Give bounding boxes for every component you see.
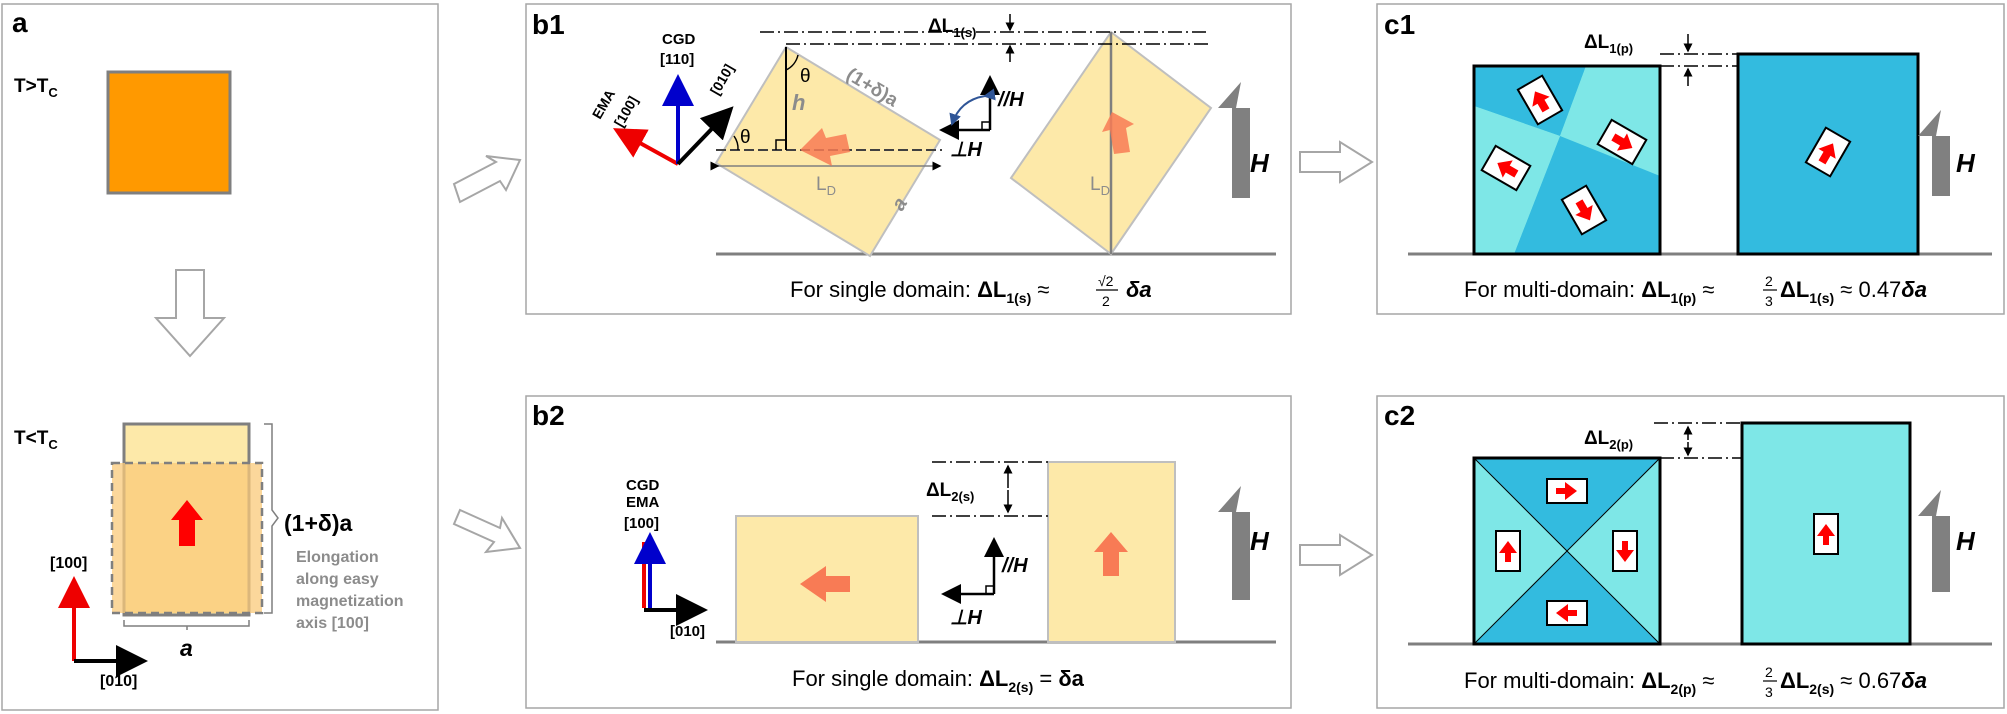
b1-field-arrow-icon — [1218, 82, 1250, 198]
panel-a: a T>TC T<TC (1+δ)a Elongation along easy… — [1, 3, 439, 711]
b1-para-label: //H — [997, 89, 1024, 111]
c2-moment-right — [1612, 530, 1638, 572]
b2-axis-right-angle — [985, 585, 994, 594]
width-label: a — [180, 635, 193, 661]
axis-010-label: [010] — [100, 673, 137, 690]
c2-dl-label: ΔL2(p) — [1584, 428, 1633, 452]
c1-field-arrow-icon — [1918, 110, 1950, 196]
panel-b1: b1 θ θ h (1+δ)a a LD CGD [110] EMA [100]… — [525, 3, 1292, 315]
b1-rotation-arc-icon — [949, 88, 996, 126]
cubic-crystal — [106, 70, 232, 195]
b2-para-label: //H — [1001, 555, 1028, 577]
b1-theta-2: θ — [800, 66, 811, 87]
b1-right-angle — [775, 139, 786, 150]
panel-b2-label: b2 — [532, 400, 565, 431]
c1-multidomain-crystal — [1472, 64, 1662, 256]
panel-b1-label: b1 — [532, 9, 565, 40]
b2-field-label: H — [1250, 526, 1270, 556]
c2-frac-num: 2 — [1765, 664, 1773, 680]
c1-moment-2 — [1596, 118, 1648, 166]
c2-moment-left — [1495, 530, 1521, 572]
b2-perp-label: ⊥H — [950, 607, 982, 629]
b1-frac-num: √2 — [1098, 273, 1114, 289]
panel-b2: b2 CGD EMA [100] [010] //H ⊥H ΔL2(s) H F… — [525, 395, 1292, 709]
b1-dl-label: ΔL1(s) — [928, 16, 976, 40]
elongation-line-4: axis [100] — [296, 615, 369, 632]
b2-100-label: [100] — [624, 515, 659, 532]
c1-moment-1 — [1516, 74, 1564, 126]
c2-diag-2 — [1473, 457, 1661, 645]
c2-domain-bottom — [1474, 551, 1660, 644]
b1-theta-arc-1 — [733, 135, 739, 151]
b2-field-arrow-icon — [1218, 486, 1250, 600]
c2-crystal-outline — [1472, 456, 1662, 646]
c1-dl-label: ΔL1(p) — [1584, 32, 1633, 56]
temp-below-tc: T<TC — [14, 428, 58, 452]
b1-frac-den: 2 — [1102, 293, 1110, 309]
panel-c2-label: c2 — [1384, 400, 1415, 431]
b2-cgd-label: CGD — [626, 477, 660, 494]
b2-dl-label: ΔL2(s) — [926, 480, 974, 504]
c1-frac-num: 2 — [1765, 273, 1773, 289]
arrow-to-c1-icon — [1299, 140, 1374, 184]
b1-aligned-ld-label: LD — [1090, 174, 1110, 198]
cooling-arrow-icon — [153, 269, 227, 358]
c1-field-label: H — [1956, 148, 1976, 178]
arrow-to-b1-icon — [452, 155, 522, 204]
c2-multidomain-crystal — [1472, 456, 1662, 646]
c2-caption-tail: ΔL2(s) ≈ 0.67δa — [1780, 668, 1927, 697]
c2-moment-top — [1546, 478, 1588, 504]
elongation-line-1: Elongation — [296, 549, 379, 566]
c1-moment-3 — [1480, 144, 1532, 192]
b2-caption: For single domain: ΔL2(s) = δa — [792, 666, 1085, 695]
b1-h-label: h — [792, 90, 805, 115]
elongation-line-2: along easy — [296, 571, 379, 588]
b1-magnetization-arrow-icon — [800, 128, 850, 166]
temp-above-tc: T>TC — [14, 76, 58, 100]
c2-domain-top — [1474, 458, 1660, 551]
b1-010-axis — [676, 106, 734, 166]
c2-aligned-moment — [1813, 513, 1839, 555]
b1-perp-label: ⊥H — [950, 139, 982, 161]
height-label: (1+δ)a — [284, 510, 352, 536]
b1-cgd-label: CGD — [662, 31, 696, 48]
arrow-to-b2-icon — [452, 508, 522, 554]
c2-field-label: H — [1956, 526, 1976, 556]
b2-left-arrow-icon — [800, 566, 850, 602]
b1-theta-arc-2 — [785, 54, 799, 71]
panel-c2: c2 ΔL2(p) H For multi-domain: ΔL2(p) ≈ 2 — [1376, 395, 2005, 709]
c2-field-arrow-icon — [1918, 490, 1950, 592]
c2-frac-den: 3 — [1765, 684, 1773, 700]
b1-cgd-dir: [110] — [660, 51, 694, 68]
elongation-line-3: magnetization — [296, 593, 404, 610]
panel-a-label: a — [12, 7, 28, 38]
width-bracket — [123, 620, 250, 630]
c1-frac-den: 3 — [1765, 293, 1773, 309]
height-bracket — [264, 423, 279, 614]
b1-ld-label: LD — [816, 174, 836, 198]
b1-ema-axis — [612, 128, 679, 166]
c1-aligned-moment — [1804, 126, 1852, 178]
axis-100-label: [100] — [50, 555, 87, 572]
magnetization-arrow-icon — [171, 500, 203, 546]
c1-caption: For multi-domain: ΔL1(p) ≈ — [1464, 277, 1714, 306]
c1-moment-4 — [1560, 184, 1608, 236]
b1-theta-1: θ — [740, 127, 751, 148]
c2-moment-bottom — [1546, 600, 1588, 626]
b1-caption-tail: δa — [1126, 277, 1152, 302]
b2-ema-label: EMA — [626, 494, 660, 511]
b1-caption: For single domain: ΔL1(s) ≈ — [790, 277, 1049, 306]
c1-crystal-outline — [1472, 64, 1662, 256]
panel-c1: c1 ΔL1(p) H For multi-domain: ΔL1(p) ≈ 2 — [1376, 3, 2005, 315]
c2-caption: For multi-domain: ΔL2(p) ≈ — [1464, 668, 1714, 697]
arrow-to-c2-icon — [1299, 533, 1374, 577]
b1-aligned-arrow-icon — [1102, 112, 1134, 154]
b2-010-label: [010] — [670, 623, 705, 640]
c1-caption-tail: ΔL1(s) ≈ 0.47δa — [1780, 277, 1927, 306]
panel-c1-label: c1 — [1384, 9, 1415, 40]
b2-up-arrow-icon — [1094, 532, 1128, 576]
b1-field-label: H — [1250, 148, 1270, 178]
